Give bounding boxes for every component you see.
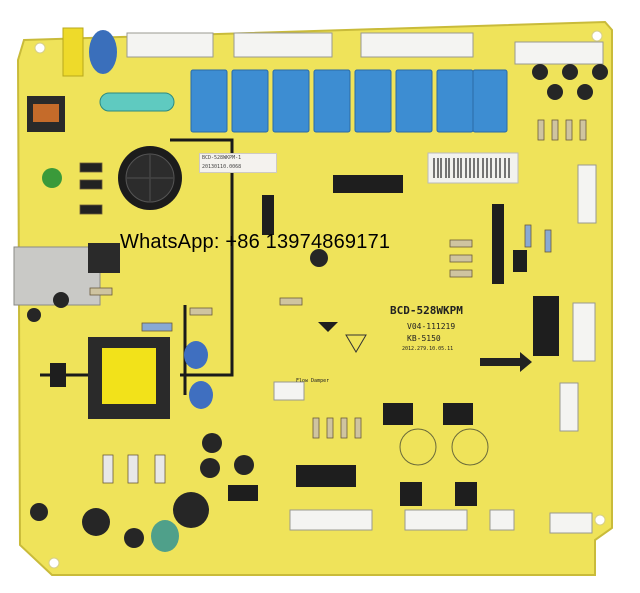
top-connectors — [126, 32, 604, 534]
resistors — [79, 119, 587, 484]
transformer — [88, 337, 170, 419]
mounting-holes — [34, 30, 606, 569]
board-model-label: BCD-528WKPM — [390, 304, 463, 317]
flow-damper-label: Flow Damper — [296, 378, 330, 384]
main-capacitor — [118, 146, 182, 210]
board-date-label: 2012.279.10.05.11 — [402, 346, 454, 352]
sticker-line-2: 20130110.0068 — [202, 164, 242, 170]
regulators — [383, 403, 477, 506]
barcode-sticker — [427, 152, 519, 184]
sticker-line-1: BCD-528WKPM-1 — [202, 155, 242, 161]
heatsink — [13, 243, 120, 306]
board-code-label: KB-5150 — [407, 334, 441, 343]
board-version-label: V04-111219 — [407, 322, 456, 331]
misc-parts — [50, 195, 532, 387]
input-filter — [27, 27, 175, 188]
blue-caps — [151, 341, 213, 552]
serial-sticker: BCD-528WKPM-1 20130110.0068 — [199, 153, 277, 173]
ics — [228, 175, 559, 501]
small-caps — [27, 64, 608, 548]
whatsapp-watermark: WhatsApp: +86 13974869171 — [120, 231, 391, 253]
relays — [190, 69, 508, 133]
potentiometers — [399, 428, 489, 466]
